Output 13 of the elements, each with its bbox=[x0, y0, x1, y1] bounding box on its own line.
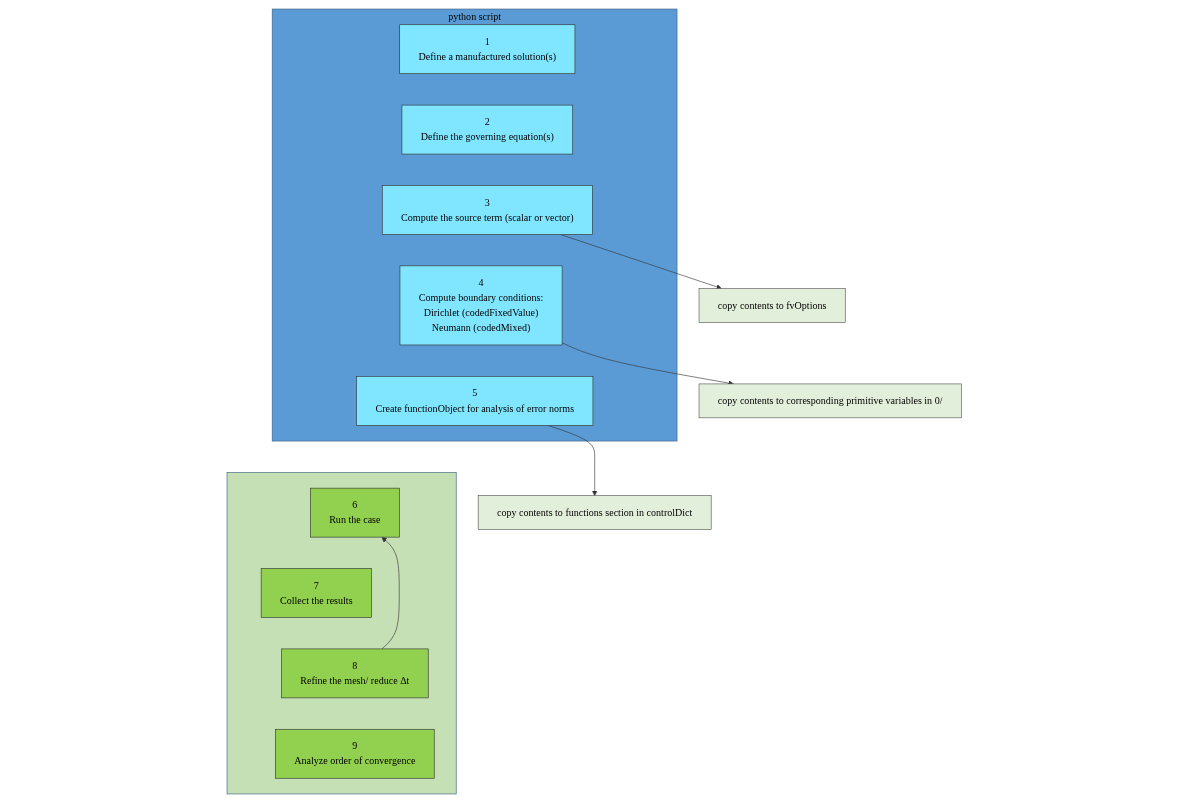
node-box: copy contents to fvOptions bbox=[698, 288, 846, 323]
node-box: 4 Compute boundary conditions: Dirichlet (codedFixedValue) Neumann (codedMixed) bbox=[399, 265, 563, 346]
node-box: 5 Create functionObject for analysis of error norms bbox=[356, 376, 594, 426]
node-box: copy contents to functions section in controlDict bbox=[477, 495, 712, 530]
node-box: 8 Refine the mesh/ reduce Δt bbox=[280, 648, 429, 699]
node-box: 9 Analyze order of convergence bbox=[274, 728, 435, 779]
node-box: 1 Define a manufactured solution(s) bbox=[399, 24, 576, 74]
node-box: copy contents to corresponding primitive variables in 0/ bbox=[698, 383, 962, 419]
cluster bbox=[226, 472, 457, 795]
node-box: 2 Define the governing equation(s) bbox=[401, 104, 573, 155]
node-box: 7 Collect the results bbox=[260, 568, 372, 618]
node-box: 6 Run the case bbox=[309, 487, 400, 538]
node-box: 3 Compute the source term (scalar or vector) bbox=[381, 185, 593, 235]
